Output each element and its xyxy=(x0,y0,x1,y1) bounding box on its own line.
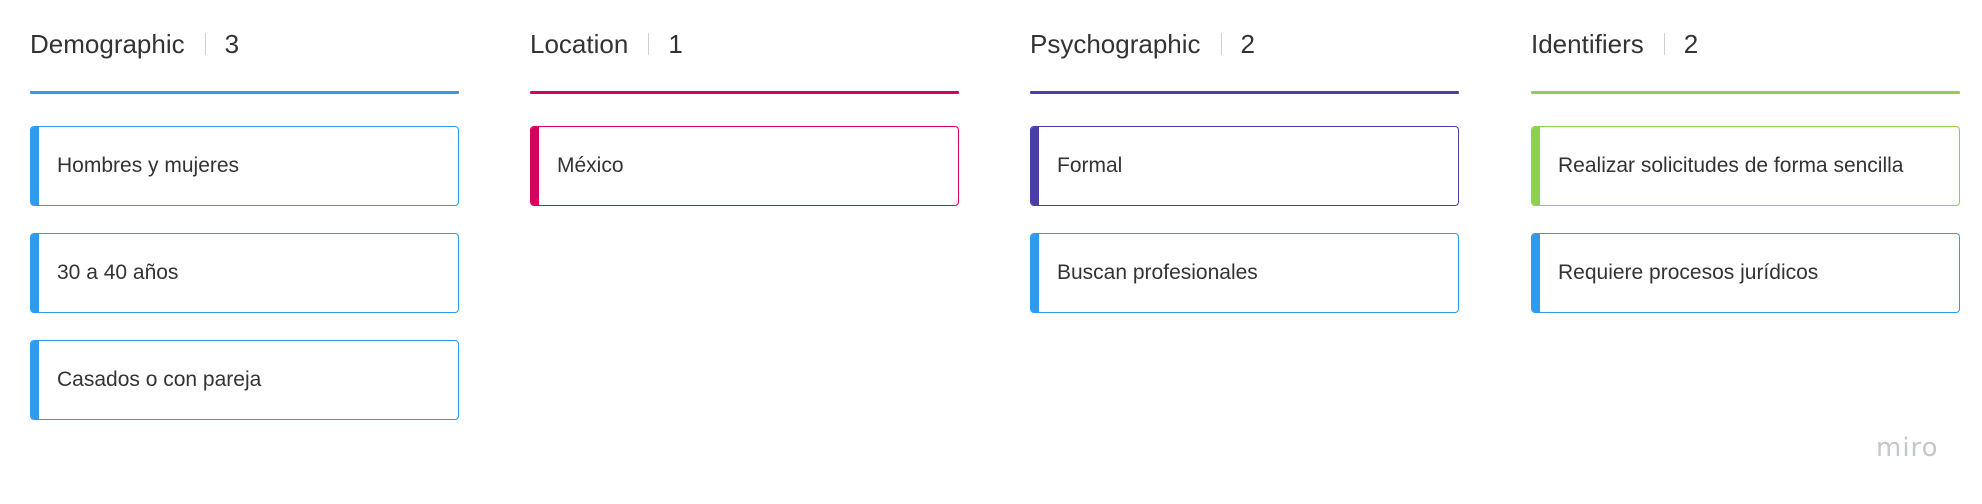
card-text: México xyxy=(557,154,624,177)
card-text: Formal xyxy=(1057,154,1123,177)
card-accent xyxy=(1532,127,1540,205)
column-header[interactable]: Identifiers 2 xyxy=(1531,26,1698,62)
card[interactable]: 30 a 40 años xyxy=(30,233,459,313)
column-count: 2 xyxy=(1240,28,1256,59)
card[interactable]: México xyxy=(530,126,959,206)
column-count: 1 xyxy=(668,28,683,59)
miro-logo: miro xyxy=(1876,433,1939,463)
column-underline xyxy=(1531,91,1960,94)
card[interactable]: Realizar solicitudes de forma sencilla xyxy=(1531,126,1960,206)
column-underline xyxy=(1030,91,1459,94)
column-underline xyxy=(530,91,959,94)
card-text: Casados o con pareja xyxy=(57,368,262,391)
column-title: Location xyxy=(530,28,629,59)
card-accent xyxy=(531,127,539,205)
card-text: Hombres y mujeres xyxy=(57,154,240,177)
card[interactable]: Formal xyxy=(1030,126,1459,206)
card[interactable]: Buscan profesionales xyxy=(1030,233,1459,313)
card-accent xyxy=(1031,234,1039,312)
card-text: Buscan profesionales xyxy=(1057,261,1258,284)
header-divider xyxy=(648,33,650,55)
card-accent xyxy=(31,127,39,205)
header-divider xyxy=(1663,33,1665,55)
column-header[interactable]: Psychographic 2 xyxy=(1030,26,1255,62)
column-title: Psychographic xyxy=(1030,28,1201,59)
header-divider xyxy=(1220,33,1222,55)
column-count: 3 xyxy=(224,28,240,59)
column-count: 2 xyxy=(1683,28,1699,59)
column-title: Identifiers xyxy=(1531,28,1644,59)
card-text: 30 a 40 años xyxy=(57,261,179,284)
card-accent xyxy=(31,341,39,419)
column-title: Demographic xyxy=(30,28,185,59)
column-header[interactable]: Location 1 xyxy=(530,26,683,62)
column-underline xyxy=(30,91,459,94)
card[interactable]: Requiere procesos jurídicos xyxy=(1531,233,1960,313)
card-text: Requiere procesos jurídicos xyxy=(1558,261,1819,284)
header-divider xyxy=(204,33,206,55)
card[interactable]: Casados o con pareja xyxy=(30,340,459,420)
card-text: Realizar solicitudes de forma sencilla xyxy=(1558,154,1904,177)
card-accent xyxy=(1031,127,1039,205)
card-accent xyxy=(1532,234,1540,312)
card-accent xyxy=(31,234,39,312)
card[interactable]: Hombres y mujeres xyxy=(30,126,459,206)
column-header[interactable]: Demographic 3 xyxy=(30,26,239,62)
